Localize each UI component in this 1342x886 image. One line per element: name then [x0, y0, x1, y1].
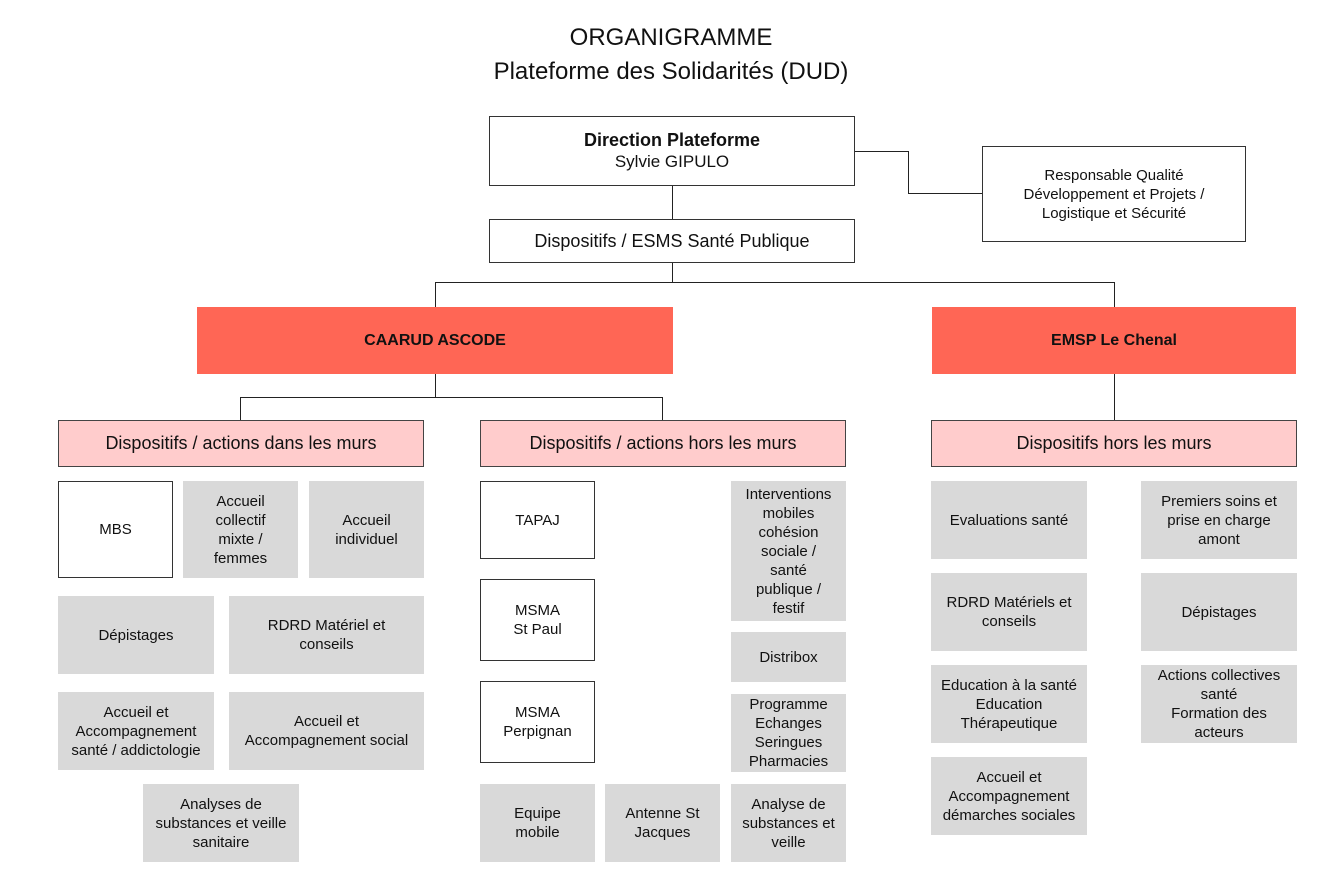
interventions-box: Interventions mobiles cohésion sociale /…	[731, 481, 846, 621]
esms-box: Dispositifs / ESMS Santé Publique	[489, 219, 855, 263]
connector-esms-down	[672, 262, 673, 282]
connector-to-caarud	[435, 282, 436, 308]
tapaj-box: TAPAJ	[480, 481, 595, 559]
emsp-header: EMSP Le Chenal	[932, 307, 1296, 374]
antenne-box: Antenne St Jacques	[605, 784, 720, 862]
accueil-individuel-box: Accueil individuel	[309, 481, 424, 578]
emsp-out-walls-header: Dispositifs hors les murs	[931, 420, 1297, 467]
direction-box: Direction Plateforme Sylvie GIPULO	[489, 116, 855, 186]
actions-collectives-box: Actions collectives santé Formation des …	[1141, 665, 1297, 743]
connector-direction-quality-h1	[855, 151, 908, 152]
evaluations-box: Evaluations santé	[931, 481, 1087, 559]
analyse-box: Analyse de substances et veille	[731, 784, 846, 862]
direction-title: Direction Plateforme	[583, 130, 761, 150]
programme-box: Programme Echanges Seringues Pharmacies	[731, 694, 846, 772]
connector-esms-branch	[435, 282, 1115, 283]
distribox-box: Distribox	[731, 632, 846, 682]
premiers-soins-box: Premiers soins et prise en charge amont	[1141, 481, 1297, 559]
education-box: Education à la santé Education Thérapeut…	[931, 665, 1087, 743]
mbs-box: MBS	[58, 481, 173, 578]
connector-caarud-down	[435, 373, 436, 397]
connector-direction-quality-h2	[908, 193, 983, 194]
chart-title: ORGANIGRAMME	[569, 24, 773, 51]
accueil-collectif-box: Accueil collectif mixte / femmes	[183, 481, 298, 578]
out-walls-header: Dispositifs / actions hors les murs	[480, 420, 846, 467]
emsp-accueil-box: Accueil et Accompagnement démarches soci…	[931, 757, 1087, 835]
msma-perpignan-box: MSMA Perpignan	[480, 681, 595, 763]
caarud-header: CAARUD ASCODE	[197, 307, 673, 374]
accueil-sante-box: Accueil et Accompagnement santé / addict…	[58, 692, 214, 770]
equipe-mobile-box: Equipe mobile	[480, 784, 595, 862]
connector-direction-esms	[672, 185, 673, 219]
analyses-box: Analyses de substances et veille sanitai…	[143, 784, 299, 862]
msma-stpaul-box: MSMA St Paul	[480, 579, 595, 661]
connector-caarud-branch	[240, 397, 662, 398]
connector-to-in-walls	[240, 397, 241, 421]
emsp-rdrd-box: RDRD Matériels et conseils	[931, 573, 1087, 651]
connector-emsp-down	[1114, 373, 1115, 421]
connector-direction-quality-v	[908, 151, 909, 193]
emsp-depistages-box: Dépistages	[1141, 573, 1297, 651]
rdrd-box: RDRD Matériel et conseils	[229, 596, 424, 674]
connector-to-out-walls	[662, 397, 663, 421]
depistages-box: Dépistages	[58, 596, 214, 674]
accueil-social-box: Accueil et Accompagnement social	[229, 692, 424, 770]
in-walls-header: Dispositifs / actions dans les murs	[58, 420, 424, 467]
chart-subtitle: Plateforme des Solidarités (DUD)	[493, 58, 849, 85]
quality-box: Responsable Qualité Développement et Pro…	[982, 146, 1246, 242]
connector-to-emsp	[1114, 282, 1115, 308]
direction-name: Sylvie GIPULO	[614, 152, 730, 171]
